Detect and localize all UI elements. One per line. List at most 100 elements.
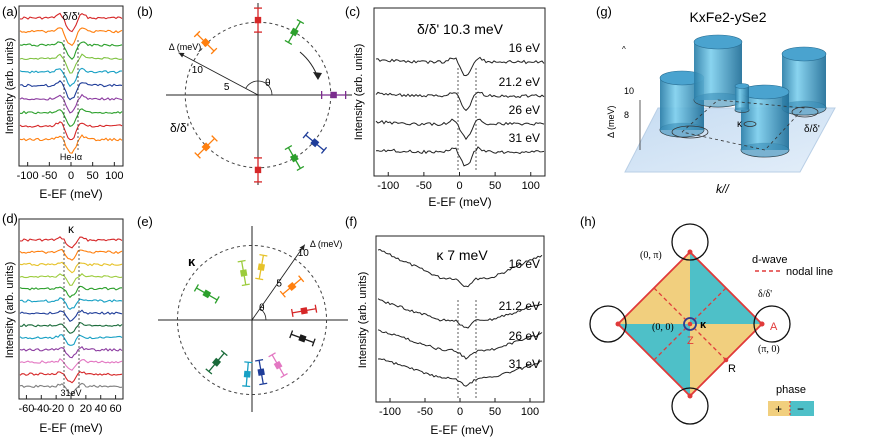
panel-g-kappa: κ: [737, 119, 743, 130]
panel-b-point-8: [310, 138, 320, 148]
panel-label-a: (a): [2, 4, 18, 19]
panel-e-errorcap-a-7: [220, 349, 228, 357]
panel-label-e: (e): [137, 214, 153, 229]
panel-g-ztick-10: 10: [624, 86, 634, 96]
panel-g-k-label: k//: [716, 182, 730, 196]
panel-h-A-point: [759, 321, 765, 327]
panel-d-ticklabel-0: 0: [68, 403, 74, 415]
panel-d-curve-5: [19, 285, 123, 299]
panel-h: (h) d-wave nodal line (0, π) (0, 0) κ Z …: [580, 214, 833, 425]
panel-a-annotation: δ/δ': [62, 11, 79, 23]
panel-label-b: (b): [137, 4, 153, 19]
panel-a-curve-6: [19, 80, 123, 101]
panel-f-series-label-3: 26 eV: [509, 329, 540, 343]
panel-d-curve-2: [19, 248, 123, 261]
panel-h-pocket-bottom: [671, 387, 709, 425]
panel-e-errorcap-a-3: [279, 290, 286, 298]
panel-g-cylinders: [659, 34, 827, 158]
panel-c-ticklabel-50: 50: [489, 180, 501, 192]
panel-e-radial-tick-10: 10: [298, 248, 310, 259]
panel-e-errorcap-b-5: [193, 284, 199, 292]
panel-a-curve-9: [19, 121, 123, 141]
panel-h-label-A: A: [770, 321, 778, 333]
panel-d-curve-11: [19, 357, 123, 371]
panel-g-bottom-left: [660, 123, 704, 137]
panel-e-ring-10: [176, 244, 328, 396]
panel-g-pocket-kappa: [743, 121, 757, 127]
panel-h-phase-label: phase: [776, 384, 806, 396]
panel-label-f: (f): [345, 214, 357, 229]
panel-c-ticklabel--100: -100: [377, 180, 399, 192]
panel-b-errorcap-a-7: [284, 145, 293, 151]
panel-d-curve-4: [19, 273, 123, 286]
panel-b-point-2: [289, 27, 299, 37]
panel-h-phase-minus-box: [790, 401, 814, 416]
panel-b-errorcap-b-7: [296, 165, 305, 171]
panel-e-theta-arc: [259, 308, 267, 321]
panel-c-ticklabel-100: 100: [522, 180, 540, 192]
panel-f-curve-4: [377, 358, 543, 387]
panel-a-ticklabel-100: 100: [105, 170, 123, 182]
panel-d-curve-1: [19, 236, 123, 249]
panel-e-annotation: κ: [188, 254, 196, 269]
panel-c-curve-2: [375, 91, 545, 112]
panel-a-ticklabel--50: -50: [41, 170, 57, 182]
panel-d-curve-8: [19, 321, 123, 334]
panel-a-ticklabel-50: 50: [87, 170, 99, 182]
panel-a-xlabel: E-EF (meV): [39, 187, 102, 201]
panel-g-top-center-small: [734, 83, 750, 89]
panel-label-h: (h): [580, 214, 596, 229]
panel-d-ticklabel--60: -60: [18, 403, 34, 415]
panel-h-label-delta: δ/δ': [758, 289, 772, 300]
panel-d-ticklabel--40: -40: [33, 403, 49, 415]
panel-e-point-5: [202, 289, 212, 299]
panel-e-point-2: [240, 269, 248, 277]
panel-e-point-4: [300, 307, 308, 315]
panel-b-point-6: [254, 166, 262, 174]
panel-d-curve-3: [19, 261, 123, 274]
panel-g-title: KxFe2-ySe2: [689, 9, 766, 25]
panel-b-errorcap-a-3: [210, 47, 218, 55]
panel-h-label-top: (0, π): [640, 250, 662, 261]
panel-f-curve-2: [377, 298, 543, 329]
panel-d-bottom-annotation: 31eV: [60, 388, 81, 398]
panel-f-curve-3: [377, 329, 543, 360]
panel-b-point-1: [254, 16, 262, 24]
panel-g-tick-mark: ^: [622, 45, 626, 54]
panel-h-pocket-top: [671, 223, 709, 261]
panel-d-ticklabel-40: 40: [95, 403, 107, 415]
panel-b-annotation: δ/δ': [170, 121, 189, 135]
panel-e-errorcap-b-8: [242, 385, 251, 388]
panel-f-xlabel: E-EF (meV): [430, 423, 493, 437]
panel-b-rotation-arrow: [313, 72, 322, 80]
panel-e-theta-label: θ: [259, 303, 265, 314]
panel-b-errorcap-a-2: [284, 39, 293, 45]
panel-e-errorcap-a-5: [214, 296, 220, 304]
panel-h-vertex-top: [687, 249, 693, 255]
panel-label-d: (d): [2, 211, 18, 226]
panel-a-ticklabel-0: 0: [68, 170, 74, 182]
panel-h-R-point: [723, 357, 729, 363]
panel-d-ticklabel-20: 20: [80, 403, 92, 415]
panel-a-bottom-annotation: He-Iα: [60, 152, 82, 162]
panel-e-point-6: [298, 334, 307, 343]
panel-a-curve-1: [19, 12, 123, 33]
panel-d-curves: [19, 236, 123, 397]
panel-a-curves: [19, 12, 123, 154]
panel-c-series-label-4: 31 eV: [509, 131, 540, 145]
panel-c-ylabel: Intensity (arb. units): [353, 44, 365, 141]
panel-h-phase-plus-box: [768, 401, 790, 416]
panel-d-ylabel: Intensity (arb. units): [4, 262, 16, 359]
panel-d-xlabel: E-EF (meV): [39, 421, 102, 435]
panel-h-legend-nodal: nodal line: [786, 266, 833, 278]
panel-f-title: κ 7 meV: [436, 247, 488, 263]
panel-e-radial-tick-5: 5: [276, 278, 282, 289]
panel-g-bottom-center-small: [735, 107, 749, 113]
panel-b-theta-arc: [245, 80, 273, 96]
panel-h-phase-plus: +: [775, 402, 782, 416]
